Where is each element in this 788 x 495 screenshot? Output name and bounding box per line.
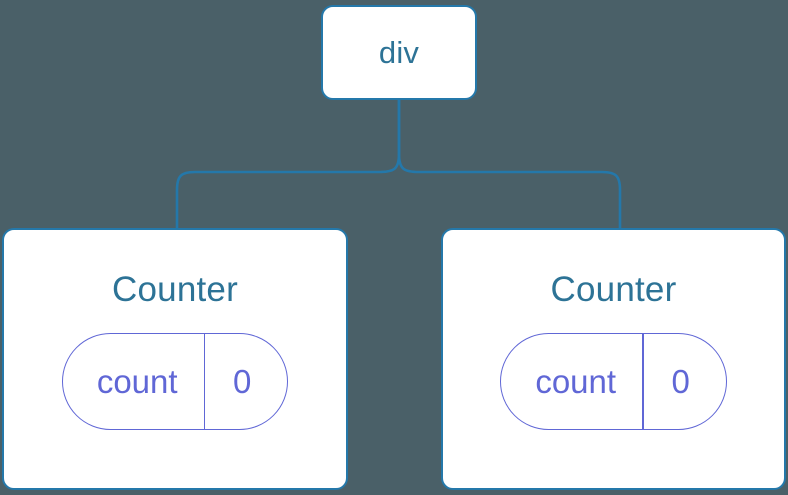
component-title: Counter [112,270,238,309]
state-pill[interactable]: count 0 [500,333,727,430]
state-key: count [96,363,178,400]
state-pill-divider [642,334,644,429]
state-key: count [535,363,617,400]
node-div-label: div [378,35,420,70]
edge-root-to-right-child [397,100,622,228]
edge-root-to-left-child [175,100,401,228]
state-value: 0 [232,363,252,400]
node-div[interactable]: div [321,5,477,100]
state-value: 0 [671,363,690,400]
state-pill-divider [203,334,206,429]
state-pill[interactable]: count 0 [61,333,289,430]
component-title: Counter [550,270,677,309]
node-counter-0[interactable]: Counter count 0 [2,228,348,490]
node-counter-1[interactable]: Counter count 0 [441,228,786,490]
